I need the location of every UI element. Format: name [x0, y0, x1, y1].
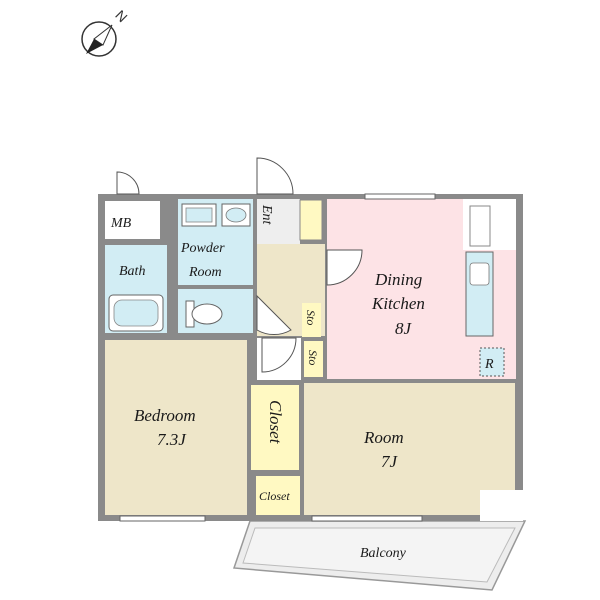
window-bottom-bedroom — [119, 515, 206, 522]
powder-room-label-line1: Powder — [180, 241, 225, 256]
bedroom-floor — [105, 340, 247, 515]
storage-upper-label: Sto — [304, 310, 318, 325]
entrance-label: Ent — [259, 204, 274, 226]
dining-kitchen-size: 8J — [395, 319, 413, 338]
balcony: Balcony — [232, 520, 527, 591]
room-label: Room — [363, 428, 404, 447]
refrigerator-label: R — [484, 357, 494, 372]
storage-upper — [302, 303, 321, 337]
powder-room-label-line2: Room — [188, 265, 222, 280]
storage-lower — [304, 341, 323, 377]
bath-label: Bath — [119, 264, 145, 279]
closet-small-floor — [256, 476, 300, 515]
kitchen-counter — [465, 251, 494, 337]
room-size: 7J — [381, 452, 399, 471]
kitchen-shelf — [469, 205, 491, 247]
mb-space — [105, 201, 160, 239]
mb-label: MB — [110, 216, 132, 231]
entrance-floor — [257, 199, 300, 244]
dining-kitchen-label-line2: Kitchen — [371, 294, 425, 313]
hall-door — [261, 337, 297, 373]
bathtub — [108, 294, 164, 332]
window-top — [364, 193, 436, 200]
mb-door — [116, 171, 140, 195]
storage-lower-label: Sto — [306, 350, 320, 365]
window-bottom-room — [311, 515, 423, 522]
north-arrow-icon — [81, 21, 117, 57]
toilet — [185, 300, 223, 328]
dining-door — [326, 249, 363, 286]
refrigerator-space — [479, 347, 505, 377]
closet-small-label: Closet — [259, 489, 290, 503]
shoe-cabinet — [299, 199, 323, 241]
toilet-door — [256, 294, 292, 336]
washbasin — [181, 203, 251, 227]
dining-kitchen-label-line1: Dining — [374, 270, 422, 289]
room-notch — [480, 490, 523, 521]
doors — [116, 157, 363, 373]
dining-kitchen-floor — [327, 199, 463, 379]
balcony-label: Balcony — [360, 546, 407, 561]
compass-north-label: N — [112, 7, 130, 25]
bedroom-label: Bedroom — [134, 406, 196, 425]
windows — [119, 193, 436, 522]
closet-large-label: Closet — [266, 400, 285, 445]
closet-large-floor — [251, 385, 299, 470]
bedroom-size: 7.3J — [157, 430, 187, 449]
room-floor — [304, 383, 515, 515]
entrance-door — [256, 157, 294, 195]
compass: N — [81, 7, 131, 57]
